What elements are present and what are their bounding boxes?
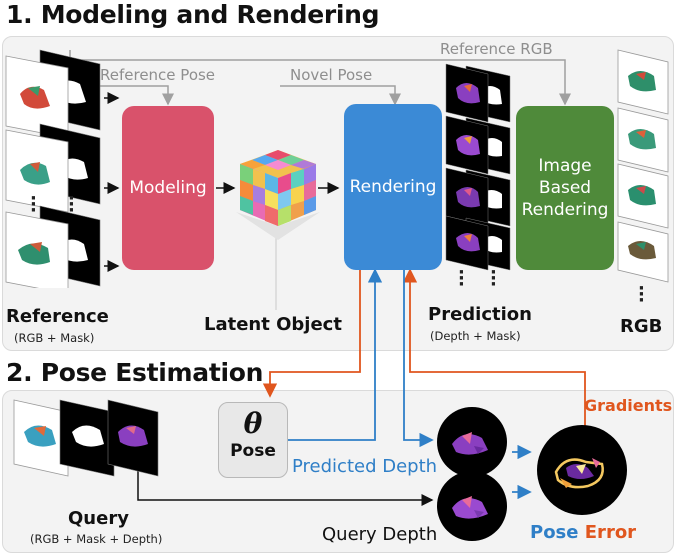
reference-ellipsis-2: ··· [68, 188, 75, 221]
rgb-output-images [617, 49, 669, 283]
predicted-depth-path [288, 268, 383, 441]
predicted-depth-circle [437, 407, 507, 477]
latent-object-label: Latent Object [204, 314, 342, 335]
prediction-images [445, 63, 511, 271]
query-label: Query [68, 508, 129, 529]
pose-label: Pose [230, 441, 276, 461]
query-depth-label: Query Depth [322, 524, 438, 545]
latent-object-cube [236, 150, 320, 240]
reference-images [5, 49, 101, 288]
reference-sub-label: (RGB + Mask) [14, 331, 95, 345]
gradients-path [402, 268, 586, 428]
section-1-title: 1. Modeling and Rendering [6, 0, 380, 29]
reference-rgb-label: Reference RGB [440, 40, 553, 58]
prediction-label: Prediction [428, 304, 532, 325]
ibr-block-label: Image Based Rendering [521, 155, 609, 221]
query-sub-label: (RGB + Mask + Depth) [30, 532, 163, 546]
query-depth-path [137, 465, 434, 506]
query-depth-circle [437, 471, 507, 541]
section-2-title: 2. Pose Estimation [6, 358, 264, 387]
rgb-ellipsis: ··· [638, 278, 645, 311]
reference-label: Reference [6, 306, 109, 327]
gradients-label: Gradients [584, 396, 673, 415]
prediction-sub-label: (Depth + Mask) [430, 329, 521, 343]
query-images [13, 399, 159, 477]
error-word: Error [584, 522, 637, 543]
pose-word: Pose [530, 522, 579, 543]
modeling-block: Modeling [122, 106, 214, 270]
pose-error-label: Pose Error [530, 522, 636, 543]
novel-pose-line [280, 85, 401, 106]
predicted-depth-label: Predicted Depth [292, 456, 438, 477]
pose-box: θ Pose [218, 402, 288, 478]
novel-pose-label: Novel Pose [290, 66, 373, 84]
reference-rgb-line [69, 50, 571, 106]
ibr-block: Image Based Rendering [516, 106, 614, 270]
reference-ellipsis: ··· [30, 188, 37, 221]
prediction-ellipsis: ··· [458, 262, 465, 295]
theta-symbol: θ [243, 407, 263, 440]
reference-pose-label: Reference Pose [100, 66, 216, 84]
rendering-block: Rendering [344, 104, 442, 270]
rgb-label: RGB [620, 316, 663, 337]
pose-error-circle [537, 425, 627, 515]
prediction-ellipsis-2: ··· [490, 262, 497, 295]
